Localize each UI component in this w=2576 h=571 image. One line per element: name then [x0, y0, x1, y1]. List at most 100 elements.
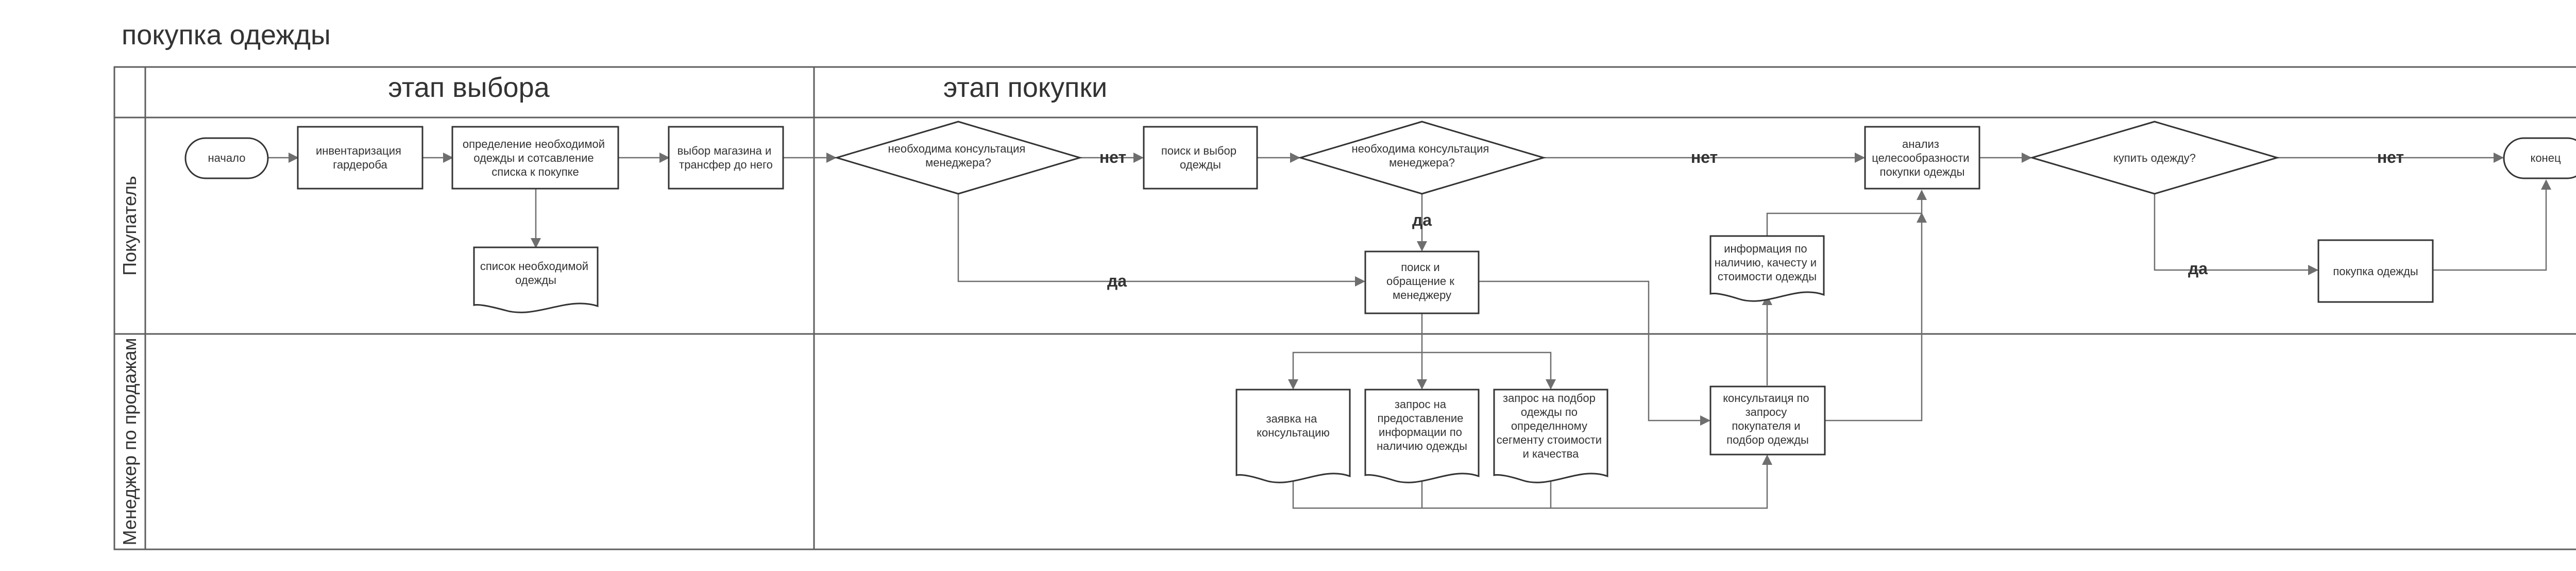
connector-contact-consultation [1479, 280, 1710, 426]
need-consult-decision-2 [1297, 121, 1547, 195]
edge-label-consult2-yes: да [1412, 211, 1432, 229]
end-terminal-line: конец [2530, 152, 2561, 164]
purchase-process-line: покупка одежды [2333, 265, 2418, 278]
edge-label-consult1-yes: да [1107, 272, 1127, 290]
analysis-process [1864, 126, 1980, 190]
selection-request-document-line: запрос на подбор [1503, 392, 1596, 405]
selection-request-document-line: определнному [1511, 419, 1587, 432]
connector-consultation-analysis [1825, 212, 1927, 422]
need-consult-decision-1-line: необходима консультация [888, 142, 1026, 155]
info-request-document [1364, 389, 1480, 483]
consultation-process-line: подбор одежды [1726, 433, 1809, 446]
selection-request-document [1493, 389, 1608, 483]
define-needs-process-line: списка к покупке [492, 165, 579, 178]
contact-manager-process-line: менеджеру [1393, 289, 1451, 301]
analysis-process-line: покупки одежды [1880, 165, 1965, 178]
needs-list-document-line: одежды [515, 274, 556, 287]
search-choose-process-label: поиск и выбор одежды [1161, 144, 1240, 171]
contact-manager-process-line: обращение к [1386, 275, 1454, 288]
need-consult-decision-1-line: менеджера? [925, 156, 991, 169]
inventory-process-line: гардероба [333, 158, 387, 171]
buy-decision-line: купить одежду? [2113, 152, 2196, 164]
analysis-process-label: анализ целесообразности покупки одежды [1872, 138, 1972, 178]
define-needs-process [451, 126, 619, 190]
connector-branch-request1 [1288, 351, 1422, 390]
inventory-process-label: инвентаризация гардероба [316, 144, 404, 171]
contact-manager-process [1364, 250, 1480, 314]
consult-request-document-line: заявка на [1266, 412, 1318, 425]
consult-request-document-label: заявка на консультацию [1257, 412, 1330, 439]
info-document-line: информация по [1724, 242, 1807, 255]
needs-list-document [473, 246, 599, 313]
consultation-process [1709, 385, 1826, 456]
info-document-line: стоимости одежды [1718, 270, 1817, 283]
diagram-title: покупка одежды [122, 20, 331, 51]
need-consult-decision-2-line: необходима консультация [1352, 142, 1489, 155]
info-document-line: наличию, качесту и [1715, 256, 1817, 269]
start-terminal [184, 137, 269, 179]
info-request-document-label: запрос на предоставление информации по н… [1377, 398, 1467, 452]
needs-list-document-line: список необходимой [480, 260, 588, 273]
need-consult-decision-2-line: менеджера? [1389, 156, 1455, 169]
connector-requests-consultation [1292, 455, 1772, 509]
contact-manager-process-label: поиск и обращение к менеджеру [1386, 261, 1458, 301]
need-consult-decision-2-label: необходима консультация менеджера? [1352, 142, 1493, 169]
start-terminal-label: начало [208, 152, 246, 164]
start-terminal-line: начало [208, 152, 246, 164]
edge-labels: нет да нет да нет да [1099, 148, 2404, 290]
store-choice-process [668, 126, 784, 190]
search-choose-process-line: одежды [1180, 158, 1221, 171]
connectors [268, 153, 2551, 509]
connector-purchase-end [2433, 179, 2551, 271]
store-choice-process-line: выбор магазина и [677, 144, 772, 157]
selection-request-document-line: и качества [1523, 447, 1579, 460]
analysis-process-line: целесообразности [1872, 152, 1969, 164]
consultation-process-label: консультаиця по запросу покупателя и под… [1723, 392, 1812, 446]
info-document-label: информация по наличию, качесту и стоимос… [1715, 242, 1820, 283]
connector-buy-purchase [2154, 194, 2318, 275]
phase-header-purchase: этап покупки [943, 72, 1107, 103]
purchase-process-label: покупка одежды [2333, 265, 2418, 278]
need-consult-decision-1 [834, 121, 1083, 195]
store-choice-process-label: выбор магазина и трансфер до него [677, 144, 775, 171]
lane-label-buyer: Покупатель [119, 176, 140, 275]
selection-request-document-line: сегменту стоимости [1497, 433, 1602, 446]
store-choice-process-line: трансфер до него [679, 158, 773, 171]
selection-request-document-label: запрос на подбор одежды по определнному … [1497, 392, 1605, 460]
consult-request-document-line: консультацию [1257, 426, 1330, 439]
connector-info-analysis [1766, 190, 1927, 236]
define-needs-process-line: определение необходимой [463, 138, 605, 150]
info-request-document-line: наличию одежды [1377, 440, 1467, 452]
contact-manager-process-line: поиск и [1401, 261, 1439, 274]
search-choose-process-line: поиск и выбор [1161, 144, 1236, 157]
nodes: начало инвентаризация гардероба определе… [184, 121, 2576, 483]
consultation-process-line: консультаиця по [1723, 392, 1809, 405]
end-terminal-label: конец [2530, 152, 2561, 164]
info-request-document-line: информации по [1379, 426, 1462, 439]
info-request-document-line: запрос на [1395, 398, 1447, 411]
consultation-process-line: запросу [1745, 406, 1787, 418]
edge-label-buy-no: нет [2377, 148, 2404, 166]
need-consult-decision-1-label: необходима консультация менеджера? [888, 142, 1029, 169]
define-needs-process-line: одежды и сотсавление [473, 152, 594, 164]
phase-header-selection: этап выбора [388, 72, 550, 103]
buy-decision [2029, 121, 2280, 195]
analysis-process-line: анализ [1902, 138, 1939, 150]
search-choose-process [1143, 126, 1258, 190]
connector-consult1-contact [957, 194, 1365, 287]
inventory-process-line: инвентаризация [316, 144, 401, 157]
lane-label-manager: Менеджер по продажам [119, 338, 140, 546]
edge-label-consult1-no: нет [1099, 148, 1126, 166]
selection-request-document-line: одежды по [1521, 406, 1578, 418]
buy-decision-label: купить одежду? [2113, 152, 2196, 164]
end-terminal [2503, 137, 2576, 179]
consult-request-document [1235, 389, 1351, 483]
inventory-process [297, 126, 423, 190]
connector-branch-request3 [1422, 351, 1556, 390]
swimlane-pool [113, 66, 2576, 550]
edge-label-buy-yes: да [2188, 259, 2208, 278]
purchase-process [2317, 239, 2434, 303]
edge-label-consult2-no: нет [1691, 148, 1718, 166]
info-request-document-line: предоставление [1377, 412, 1463, 425]
